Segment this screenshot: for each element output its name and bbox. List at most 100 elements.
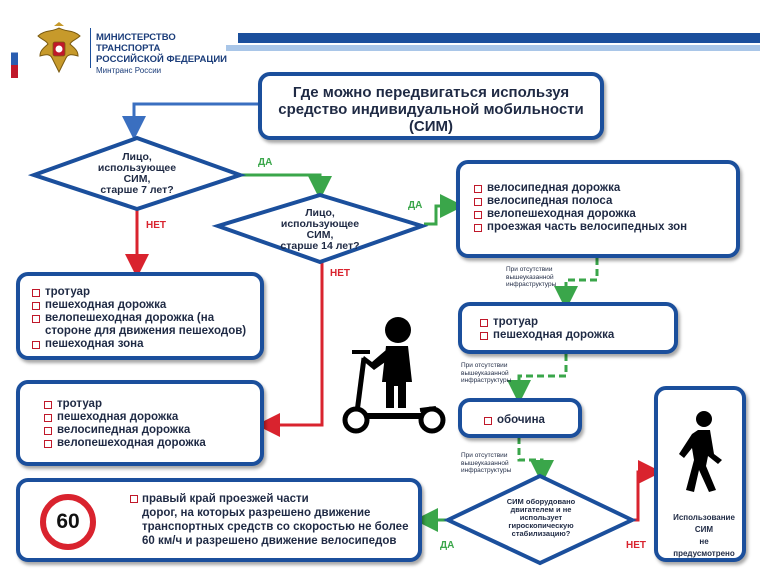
arrow-title-to-q1 xyxy=(122,102,262,140)
under-7-list: тротуар пешеходная дорожка велопешеходна… xyxy=(30,286,254,351)
header-stripe-light xyxy=(226,45,760,51)
note-1: При отсутствии вышеуказанной инфраструкт… xyxy=(506,266,556,289)
note-1-line: инфраструктуры xyxy=(506,281,557,288)
note-2-line: инфраструктуры xyxy=(461,377,512,384)
decision-1-text: Лицо, использующее СИМ, старше 7 лет? xyxy=(84,152,190,196)
road-edge-line-3: транспортных средств со скоростью не бол… xyxy=(142,521,409,533)
decision-2-line: СИМ, xyxy=(306,229,334,241)
header-divider xyxy=(90,28,91,68)
box-road-edge: 60 правый край проезжей части дорог, на … xyxy=(16,478,422,562)
decision-1-line: СИМ, xyxy=(123,173,151,185)
box-7-to-14: тротуар пешеходная дорожка велосипедная … xyxy=(16,380,264,466)
label-yes-1: ДА xyxy=(258,157,273,168)
road-edge-text: правый край проезжей части дорог, на кот… xyxy=(128,492,418,548)
sidewalk-list: тротуар пешеходная дорожка xyxy=(478,316,666,342)
forbidden-text: Использование СИМ не предусмотрено xyxy=(662,512,746,560)
list-item: велопешеходная дорожка xyxy=(472,208,726,221)
box-under-7: тротуар пешеходная дорожка велопешеходна… xyxy=(16,272,264,360)
arrow-dashed-2 xyxy=(507,354,568,404)
box-forbidden: Использование СИМ не предусмотрено xyxy=(654,386,746,562)
decision-3-line: СИМ оборудовано xyxy=(506,497,576,506)
note-1-line: При отсутствии xyxy=(506,266,553,273)
header-stripe xyxy=(238,33,760,43)
list-item: велопешеходная дорожка (на стороне для д… xyxy=(30,312,254,338)
list-item: обочина xyxy=(482,414,570,427)
note-3-line: вышеуказанной xyxy=(461,459,509,467)
decision-2-line: Лицо, xyxy=(305,207,335,219)
list-item: пешеходная дорожка xyxy=(42,411,254,424)
label-yes-2: ДА xyxy=(408,200,423,211)
label-yes-3: ДА xyxy=(440,540,455,551)
decision-diamond-3 xyxy=(443,473,637,566)
note-2: При отсутствии вышеуказанной инфраструкт… xyxy=(461,362,511,385)
over-14-list: велосипедная дорожка велосипедная полоса… xyxy=(472,182,726,234)
road-edge-line-4: 60 км/ч и разрешено движение велосипедов xyxy=(142,535,397,547)
road-edge-line-1: правый край проезжей части xyxy=(128,492,418,506)
label-no-2: НЕТ xyxy=(330,268,350,279)
list-item: проезжая часть велосипедных зон xyxy=(472,221,726,234)
arrow-dashed-1 xyxy=(554,258,599,310)
scooter-child-icon xyxy=(336,316,450,434)
decision-1-line: использующее xyxy=(97,162,177,174)
7-to-14-list: тротуар пешеходная дорожка велосипедная … xyxy=(42,398,254,450)
shoulder-list: обочина xyxy=(482,414,570,427)
decision-1-line: Лицо, xyxy=(122,151,152,163)
road-edge-line-1-text: правый край проезжей части xyxy=(142,493,309,505)
decision-diamond-1 xyxy=(27,135,247,212)
note-1-line: вышеуказанной xyxy=(506,273,554,281)
box-shoulder: обочина xyxy=(458,398,582,438)
note-2-line: При отсутствии xyxy=(461,362,508,369)
note-3-line: инфраструктуры xyxy=(461,467,512,474)
emblem-icon xyxy=(34,22,84,78)
note-3-line: При отсутствии xyxy=(461,452,508,459)
forbidden-line: СИМ xyxy=(694,525,714,534)
road-edge-line-2: дорог, на которых разрешено движение xyxy=(142,507,371,519)
label-no-3: НЕТ xyxy=(626,540,646,551)
decision-diamond-2 xyxy=(211,192,429,265)
ministry-name: МИНИСТЕРСТВО ТРАНСПОРТА РОССИЙСКОЙ ФЕДЕР… xyxy=(96,32,236,76)
list-item: тротуар xyxy=(30,286,254,299)
title-line-1: Где можно передвигаться используя xyxy=(292,84,570,101)
arrow-q2-no xyxy=(256,262,324,437)
decision-3-line: гироскопическую xyxy=(508,521,574,530)
list-item: велосипедная дорожка xyxy=(472,182,726,195)
speed-limit-sign: 60 xyxy=(40,494,96,550)
list-item: пешеходная зона xyxy=(30,338,254,351)
ministry-line-2: РОССИЙСКОЙ ФЕДЕРАЦИИ xyxy=(96,54,228,65)
arrow-q3-no xyxy=(628,460,662,522)
decision-3-line: двигателем и не xyxy=(510,505,572,514)
title-line-2: средство индивидуальной мобильности xyxy=(278,101,584,118)
list-item: пешеходная дорожка xyxy=(30,299,254,312)
box-sidewalk: тротуар пешеходная дорожка xyxy=(458,302,678,354)
forbidden-line: предусмотрено xyxy=(673,549,735,558)
ministry-line-3: Минтранс России xyxy=(96,66,162,75)
decision-2-line: использующее xyxy=(280,218,360,230)
list-item: тротуар xyxy=(42,398,254,411)
decision-2-text: Лицо, использующее СИМ, старше 14 лет? xyxy=(266,208,374,252)
list-item: тротуар xyxy=(478,316,666,329)
checkbox-bullet-icon xyxy=(130,495,138,503)
forbidden-line: не xyxy=(699,537,709,546)
list-item: велосипедная дорожка xyxy=(42,424,254,437)
arrow-q2-yes xyxy=(424,194,464,226)
list-item: велосипедная полоса xyxy=(472,195,726,208)
note-2-line: вышеуказанной xyxy=(461,369,509,377)
ministry-line-1: МИНИСТЕРСТВО ТРАНСПОРТА xyxy=(96,32,176,54)
decision-2-line: старше 14 лет? xyxy=(280,240,360,252)
forbidden-line: Использование xyxy=(673,513,735,522)
list-item: пешеходная дорожка xyxy=(478,329,666,342)
title-box: Где можно передвигаться используя средст… xyxy=(258,72,604,140)
speed-limit-value: 60 xyxy=(56,510,80,533)
list-item: велопешеходная дорожка xyxy=(42,437,254,450)
decision-1-line: старше 7 лет? xyxy=(100,184,174,196)
arrow-q1-yes xyxy=(238,173,332,200)
arrow-dashed-3 xyxy=(517,437,554,484)
pedestrian-icon xyxy=(674,410,730,494)
decision-3-line: стабилизацию? xyxy=(511,529,571,538)
note-3: При отсутствии вышеуказанной инфраструкт… xyxy=(461,452,511,475)
box-over-14: велосипедная дорожка велосипедная полоса… xyxy=(456,160,740,258)
decision-3-text: СИМ оборудовано двигателем и не использу… xyxy=(496,498,586,538)
label-no-1: НЕТ xyxy=(146,220,166,231)
title-line-3: (СИМ) xyxy=(408,118,454,135)
